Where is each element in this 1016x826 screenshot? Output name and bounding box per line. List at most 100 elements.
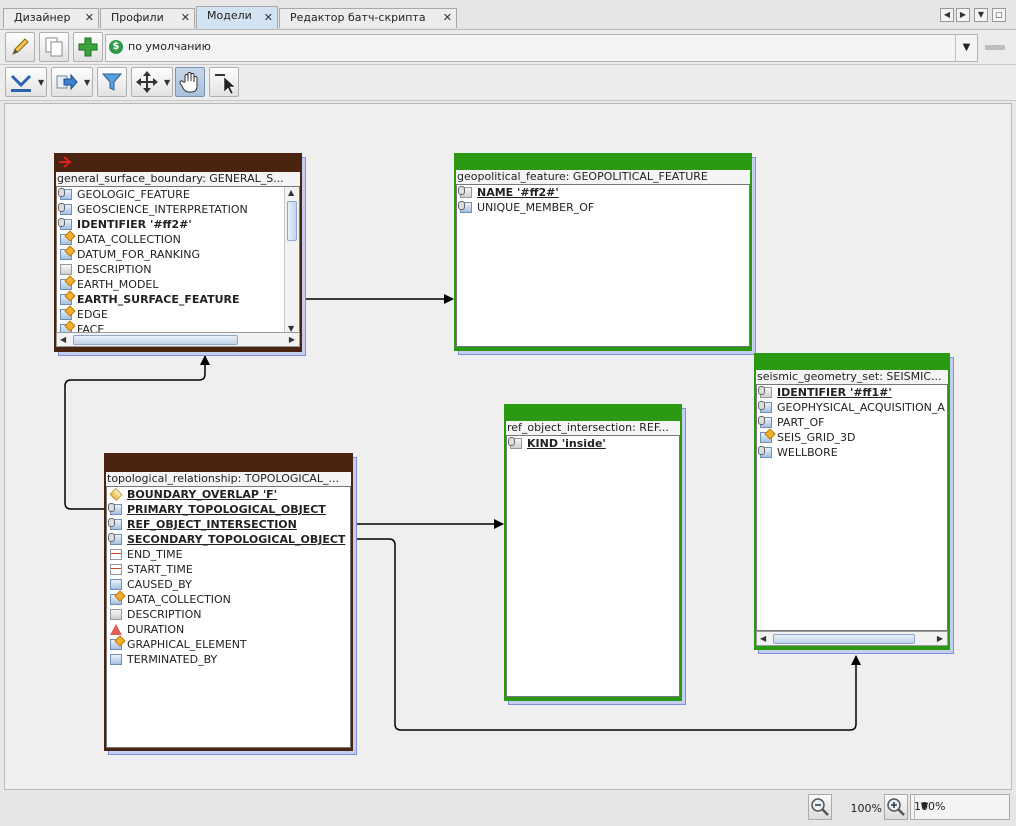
attribute-row[interactable]: DURATION (107, 622, 350, 637)
attribute-key-icon (108, 518, 122, 530)
move-button[interactable]: ▼ (131, 67, 173, 97)
close-icon[interactable]: ✕ (84, 11, 94, 24)
remove-icon[interactable] (982, 38, 1008, 58)
tab-batch-script-editor[interactable]: Редактор батч-скрипта ✕ (279, 8, 457, 28)
filter-icon (101, 73, 123, 91)
attribute-row[interactable]: DATUM_FOR_RANKING (57, 247, 299, 262)
scroll-left-icon[interactable]: ◀ (760, 634, 767, 643)
attribute-row[interactable]: DATA_COLLECTION (57, 232, 299, 247)
attribute-row[interactable]: GEOPHYSICAL_ACQUISITION_A (757, 400, 947, 415)
attribute-row[interactable]: DESCRIPTION (107, 607, 350, 622)
close-icon[interactable]: ✕ (442, 11, 452, 24)
attribute-row[interactable]: PART_OF (757, 415, 947, 430)
attribute-row[interactable]: END_TIME (107, 547, 350, 562)
attribute-calendar-icon (110, 564, 122, 575)
attribute-row[interactable]: SECONDARY_TOPOLOGICAL_OBJECT (107, 532, 350, 547)
scrollbar-thumb[interactable] (773, 634, 915, 644)
scroll-right-icon[interactable]: ▶ (936, 634, 943, 643)
attribute-row[interactable]: IDENTIFIER '#ff1#' (757, 385, 947, 400)
scroll-tabs-right-icon[interactable]: ▶ (956, 8, 970, 22)
model-canvas[interactable]: general_surface_boundary: GENERAL_S... G… (4, 103, 1012, 790)
attribute-row[interactable]: START_TIME (107, 562, 350, 577)
scroll-left-icon[interactable]: ◀ (60, 335, 67, 344)
filter-button[interactable] (97, 67, 127, 97)
attribute-list[interactable]: NAME '#ff2#' UNIQUE_MEMBER_OF (456, 184, 750, 347)
scroll-down-icon[interactable]: ▼ (288, 324, 295, 333)
select-tool-button[interactable] (209, 67, 239, 97)
attribute-row[interactable]: IDENTIFIER '#ff2#' (57, 217, 299, 232)
scrollbar-thumb[interactable] (287, 201, 297, 241)
canvas-toolbar: ▼ ▼ ▼ (0, 65, 1016, 101)
attribute-list[interactable]: IDENTIFIER '#ff1#' GEOPHYSICAL_ACQUISITI… (756, 384, 948, 631)
attribute-row[interactable]: GRAPHICAL_ELEMENT (107, 637, 350, 652)
tab-label: Профили (111, 11, 164, 24)
attribute-list[interactable]: KIND 'inside' (506, 435, 680, 697)
pencil-icon (12, 38, 29, 55)
attribute-row[interactable]: PRIMARY_TOPOLOGICAL_OBJECT (107, 502, 350, 517)
entity-title: seismic_geometry_set: SEISMIC... (756, 370, 948, 384)
attribute-row[interactable]: EARTH_SURFACE_FEATURE (57, 292, 299, 307)
vertical-scrollbar[interactable]: ▲ ▼ (284, 187, 299, 334)
edit-button[interactable] (5, 32, 35, 62)
zoom-out-button[interactable] (808, 794, 832, 820)
chevron-down-icon[interactable]: ▼ (914, 795, 934, 819)
scrollbar-thumb[interactable] (73, 335, 238, 345)
attribute-list[interactable]: GEOLOGIC_FEATURE GEOSCIENCE_INTERPRETATI… (56, 186, 300, 335)
attribute-relation-icon (60, 294, 72, 305)
attribute-row[interactable]: KIND 'inside' (507, 436, 679, 451)
horizontal-scrollbar[interactable]: ◀ ▶ (756, 631, 948, 646)
attribute-row[interactable]: SEIS_GRID_3D (757, 430, 947, 445)
attribute-row[interactable]: EDGE (57, 307, 299, 322)
entity-seismic-geometry-set[interactable]: seismic_geometry_set: SEISMIC... IDENTIF… (754, 353, 954, 654)
maximize-icon[interactable]: ▢ (992, 8, 1006, 22)
cursor-icon (215, 74, 236, 95)
attribute-row[interactable]: UNIQUE_MEMBER_OF (457, 200, 749, 215)
attribute-entity-icon (110, 579, 122, 590)
copy-button[interactable] (39, 32, 69, 62)
entity-general-surface-boundary[interactable]: general_surface_boundary: GENERAL_S... G… (54, 153, 306, 356)
scheme-select[interactable]: $ по умолчанию ▼ (105, 34, 978, 62)
close-icon[interactable]: ✕ (263, 11, 273, 24)
tab-models[interactable]: Модели ✕ (196, 6, 278, 29)
zoom-select[interactable]: 100% ▼ (910, 794, 1010, 820)
scroll-tabs-left-icon[interactable]: ◀ (940, 8, 954, 22)
attribute-row[interactable]: BOUNDARY_OVERLAP 'F' (107, 487, 350, 502)
chevron-down-icon[interactable]: ▼ (955, 35, 977, 61)
entity-topological-relationship[interactable]: topological_relationship: TOPOLOGICAL_..… (104, 453, 357, 755)
tab-list-dropdown-icon[interactable]: ▼ (974, 8, 988, 22)
scroll-up-icon[interactable]: ▲ (288, 188, 295, 197)
zoom-in-button[interactable] (884, 794, 908, 820)
horizontal-scrollbar[interactable]: ◀ ▶ (56, 332, 300, 347)
attribute-row[interactable]: DESCRIPTION (57, 262, 299, 277)
pan-tool-button[interactable] (175, 67, 205, 97)
zoom-select-value: 100% (914, 800, 946, 813)
attribute-row[interactable]: TERMINATED_BY (107, 652, 350, 667)
attribute-row[interactable]: FACE (57, 322, 299, 334)
layout-button[interactable]: ▼ (5, 67, 47, 97)
attribute-row[interactable]: WELLBORE (757, 445, 947, 460)
attribute-key-icon (758, 386, 772, 398)
add-button[interactable] (73, 32, 103, 62)
attribute-row[interactable]: EARTH_MODEL (57, 277, 299, 292)
entity-title: geopolitical_feature: GEOPOLITICAL_FEATU… (456, 170, 750, 184)
attribute-row[interactable]: REF_OBJECT_INTERSECTION (107, 517, 350, 532)
zoom-level: 100% (850, 802, 882, 815)
attribute-list[interactable]: BOUNDARY_OVERLAP 'F' PRIMARY_TOPOLOGICAL… (106, 486, 351, 748)
close-icon[interactable]: ✕ (180, 11, 190, 24)
attribute-row[interactable]: CAUSED_BY (107, 577, 350, 592)
tab-profiles[interactable]: Профили ✕ (100, 8, 195, 28)
entity-geopolitical-feature[interactable]: geopolitical_feature: GEOPOLITICAL_FEATU… (454, 153, 756, 355)
scheme-icon: $ (109, 40, 123, 54)
attribute-row[interactable]: GEOSCIENCE_INTERPRETATION (57, 202, 299, 217)
attribute-entity-icon (110, 654, 122, 665)
attribute-row[interactable]: GEOLOGIC_FEATURE (57, 187, 299, 202)
tab-designer[interactable]: Дизайнер ✕ (3, 8, 99, 28)
scroll-right-icon[interactable]: ▶ (288, 335, 295, 344)
tab-label: Редактор батч-скрипта (290, 11, 426, 24)
scheme-label: по умолчанию (128, 40, 211, 53)
attribute-row[interactable]: DATA_COLLECTION (107, 592, 350, 607)
attribute-row[interactable]: NAME '#ff2#' (457, 185, 749, 200)
attribute-relation-icon (60, 279, 72, 290)
entity-ref-object-intersection[interactable]: ref_object_intersection: REF... KIND 'in… (504, 404, 686, 705)
export-button[interactable]: ▼ (51, 67, 93, 97)
